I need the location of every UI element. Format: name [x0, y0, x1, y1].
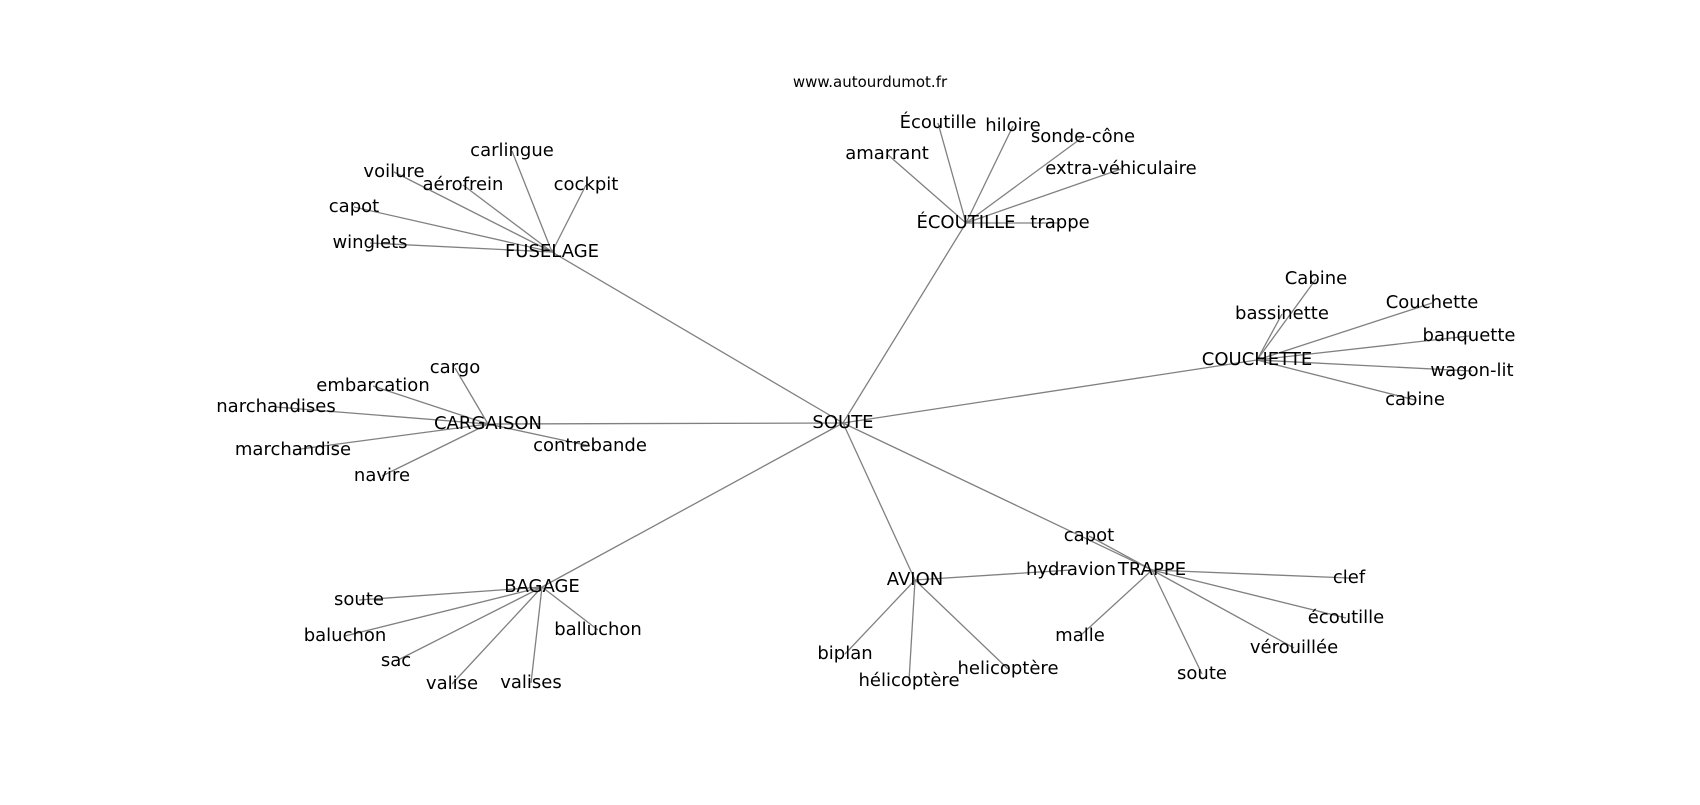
edge-4-3: [395, 586, 543, 662]
edge-root-6: [842, 422, 1153, 571]
edge-3-0: [454, 367, 489, 425]
leaf-node-label: biplan: [817, 643, 872, 664]
edge-5-0: [914, 569, 1072, 581]
leaf-node-label: écoutille: [1308, 607, 1385, 628]
leaf-node-label: Couchette: [1386, 292, 1479, 313]
edge-6-3: [1079, 569, 1153, 637]
edge-3-4: [381, 423, 489, 477]
edge-root-3: [487, 422, 844, 425]
edge-root-2: [842, 359, 1258, 424]
leaf-node-label: banquette: [1423, 325, 1516, 346]
leaf-node-label: Écoutille: [900, 111, 977, 133]
edge-2-3: [1256, 335, 1470, 361]
edge-3-5: [487, 423, 591, 447]
branch-node-label: FUSELAGE: [505, 241, 599, 262]
edge-4-2: [541, 586, 599, 631]
edge-1-3: [886, 153, 967, 224]
leaf-node-label: sonde-cône: [1031, 126, 1135, 147]
leaf-node-label: soute: [1177, 663, 1227, 684]
edge-6-2: [1151, 569, 1347, 619]
leaf-node-label: marchandise: [235, 439, 351, 460]
leaf-node-label: soute: [334, 589, 384, 610]
edge-5-3: [914, 579, 1009, 670]
edge-root-4: [541, 422, 844, 588]
leaf-node-label: wagon-lit: [1430, 360, 1513, 381]
edge-0-4: [353, 206, 553, 253]
edge-5-2: [908, 579, 916, 682]
edge-4-5: [530, 586, 543, 684]
branch-node-label: TRAPPE: [1117, 559, 1186, 580]
edge-0-0: [511, 150, 553, 253]
branch-node-label: AVION: [887, 569, 943, 590]
edge-3-3: [292, 423, 489, 451]
leaf-node-label: clef: [1333, 567, 1366, 588]
leaf-node-label: valises: [500, 672, 562, 693]
leaf-node-label: cabine: [1385, 389, 1445, 410]
leaf-node-label: sac: [381, 650, 411, 671]
edge-2-1: [1256, 302, 1433, 361]
edge-root-0: [551, 251, 844, 424]
edge-3-1: [372, 385, 489, 425]
edge-1-4: [965, 168, 1122, 224]
edge-3-2: [275, 406, 489, 425]
branch-node-label: COUCHETTE: [1202, 349, 1312, 370]
leaf-node-label: navire: [354, 465, 410, 486]
leaf-node-label: cargo: [430, 357, 480, 378]
edge-1-2: [965, 136, 1084, 224]
edge-0-3: [551, 184, 587, 253]
leaf-node-label: embarcation: [316, 375, 429, 396]
leaf-node-label: hydravion: [1026, 559, 1116, 580]
leaf-node-label: contrebande: [533, 435, 647, 456]
edge-root-1: [842, 222, 967, 424]
leaf-node-label: winglets: [332, 232, 407, 253]
leaf-node-label: malle: [1055, 625, 1105, 646]
edge-6-5: [1151, 569, 1203, 675]
leaf-node-label: extra-véhiculaire: [1045, 158, 1196, 179]
edge-4-4: [451, 586, 543, 685]
leaf-node-label: aérofrein: [423, 174, 504, 195]
edge-2-2: [1256, 313, 1283, 361]
edge-2-4: [1256, 359, 1473, 372]
edge-4-1: [344, 586, 543, 637]
edge-1-0: [937, 122, 967, 224]
edge-6-0: [1088, 535, 1153, 571]
leaf-node-label: helicoptère: [957, 658, 1058, 679]
site-url: www.autourdumot.fr: [793, 73, 948, 91]
leaf-node-label: valise: [426, 673, 478, 694]
leaf-node-label: bassinette: [1235, 303, 1329, 324]
leaf-node-label: vérouillée: [1250, 637, 1338, 658]
branch-node-label: BAGAGE: [504, 576, 580, 597]
edge-0-5: [369, 242, 553, 253]
leaf-node-label: amarrant: [845, 143, 929, 164]
edge-0-2: [462, 184, 553, 253]
leaf-node-label: trappe: [1030, 212, 1089, 233]
edge-root-5: [842, 422, 916, 581]
edge-2-5: [1256, 359, 1416, 401]
edge-6-1: [1151, 569, 1350, 579]
leaf-node-label: cockpit: [554, 174, 619, 195]
leaf-node-label: narchandises: [216, 396, 335, 417]
leaf-node-label: hélicoptère: [858, 670, 959, 691]
root-node-label: SOUTE: [812, 412, 873, 433]
leaf-node-label: baluchon: [304, 625, 387, 646]
leaf-node-label: Cabine: [1285, 268, 1348, 289]
leaf-node-label: hiloire: [985, 115, 1041, 136]
branch-node-label: ÉCOUTILLE: [916, 211, 1015, 233]
leaf-node-label: voilure: [363, 161, 424, 182]
edge-4-0: [358, 586, 543, 601]
leaf-node-label: capot: [329, 196, 379, 217]
edge-0-1: [393, 171, 553, 253]
edge-5-1: [844, 579, 916, 655]
leaf-node-label: capot: [1064, 525, 1114, 546]
edge-6-4: [1151, 569, 1295, 649]
leaf-node-label: carlingue: [470, 140, 554, 161]
branch-node-label: CARGAISON: [434, 413, 542, 434]
edge-1-1: [965, 125, 1014, 224]
leaf-node-label: balluchon: [554, 619, 642, 640]
edges: [275, 122, 1473, 685]
edge-2-0: [1256, 278, 1317, 361]
